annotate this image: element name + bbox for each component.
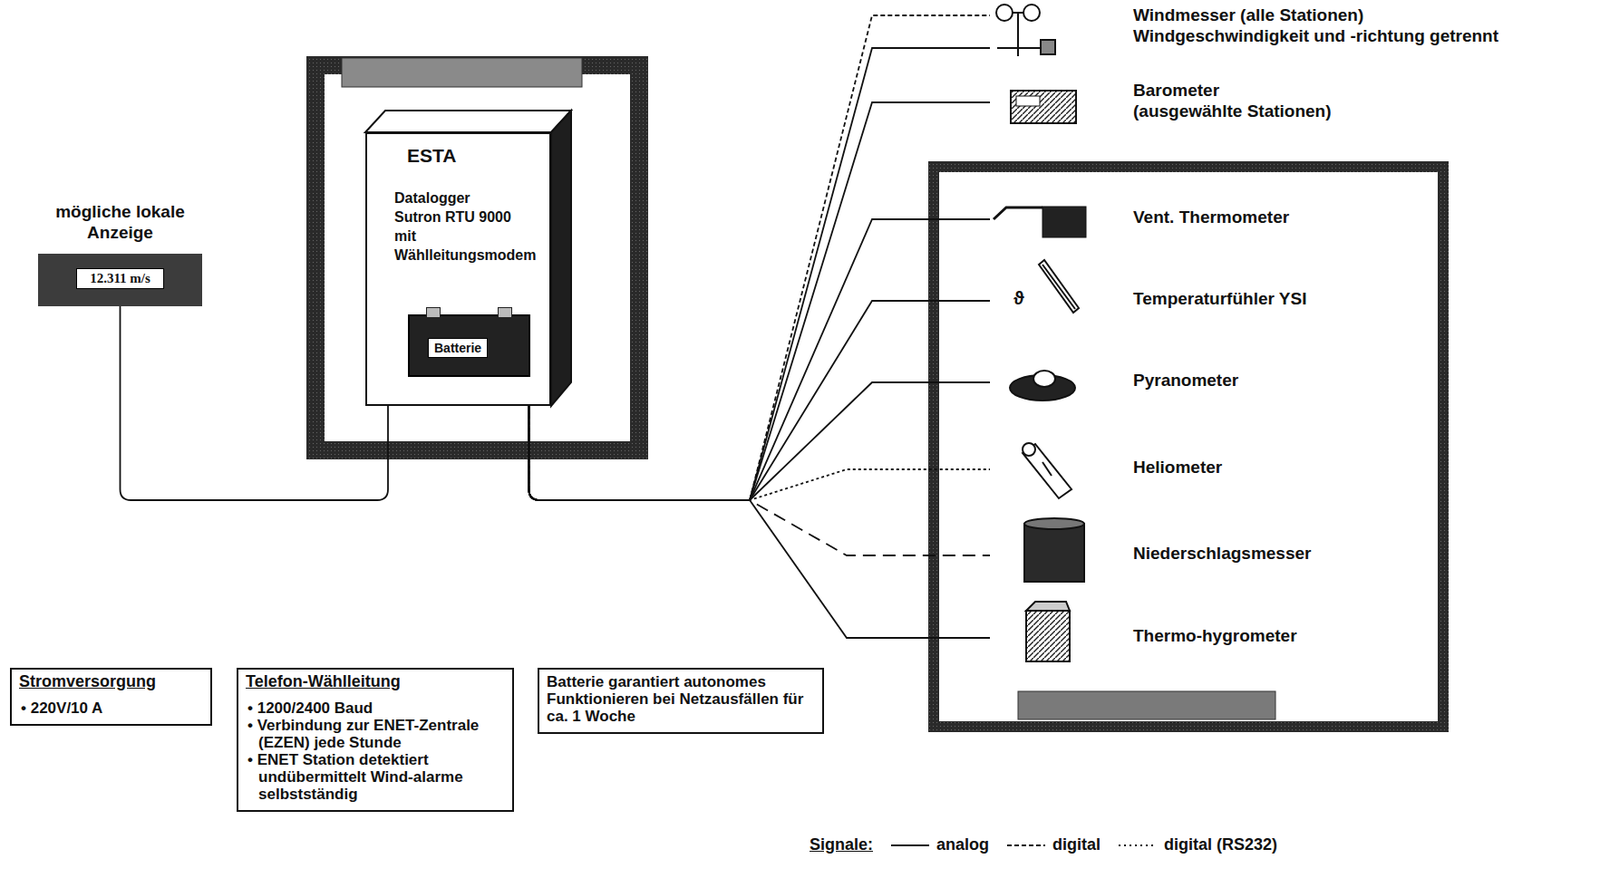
signal-legend: Signale: analog digital digital (RS232) — [809, 835, 1287, 855]
node-text: Batterie garantiert autonomes Funktionie… — [546, 673, 815, 726]
readout-value: 12.311 m/s — [76, 268, 165, 290]
legend-line-sample — [889, 841, 931, 851]
station-housing — [315, 58, 640, 451]
node-text: Telefon-Wählleitung — [245, 673, 505, 691]
sensor-symbol: ϑ — [1013, 288, 1025, 310]
battery-box: Batterie — [407, 314, 531, 378]
node-text: Niederschlagsmesser — [1133, 543, 1311, 564]
legend-line-sample — [1005, 841, 1048, 851]
rain-gauge-icon — [1024, 518, 1085, 582]
sensor-item: Pyranometer — [989, 369, 1239, 391]
legend-text: digital (RS232) — [1163, 835, 1278, 855]
sensor-item: Temperaturfühler YSI — [989, 288, 1307, 310]
node-text: Barometer — [1133, 79, 1332, 101]
legend-line — [1007, 844, 1046, 847]
legend-item: digital — [1005, 835, 1101, 855]
sensor-shelter — [933, 166, 1444, 728]
node-text: Stromversorgung — [19, 673, 204, 691]
signal-wire — [120, 306, 389, 501]
heliometer-icon — [1022, 443, 1072, 499]
sensor-item: Barometer(ausgewählte Stationen) — [989, 79, 1332, 122]
node-text: ESTA — [367, 134, 550, 167]
signal-wire — [528, 406, 990, 556]
signal-wire — [528, 300, 990, 501]
legend-line — [1118, 844, 1157, 847]
legend-text: analog — [936, 835, 990, 855]
legend-line — [891, 844, 930, 847]
signal-wire — [528, 406, 990, 501]
ysi-probe-icon — [1038, 260, 1079, 313]
datalogger-box: ESTADatalogger Sutron RTU 9000 mit Wähll… — [365, 132, 552, 407]
node-text: (ausgewählte Stationen) — [1133, 100, 1332, 122]
legend-item: digital (RS232) — [1116, 835, 1278, 855]
thermo-hygrometer-icon — [1026, 601, 1070, 662]
barometer-icon — [1010, 90, 1077, 124]
logger-cabinet — [365, 110, 572, 407]
node-text: • 1200/2400 Baud — [245, 699, 505, 718]
signal-wire — [528, 102, 990, 501]
node-text: • ENET Station detektiert undübermittelt… — [245, 751, 505, 804]
signal-wire — [528, 219, 990, 501]
signal-wire — [528, 406, 990, 639]
node-text: Vent. Thermometer — [1133, 206, 1290, 228]
note-box: Batterie garantiert autonomes Funktionie… — [537, 668, 825, 735]
note-box: Stromversorgung • 220V/10 A — [9, 668, 213, 727]
node-text: Windmesser (alle Stationen) — [1133, 4, 1499, 26]
signal-wire — [528, 15, 990, 501]
legend-item: analog — [889, 835, 990, 855]
legend-text: digital — [1052, 835, 1101, 855]
sensor-item: Niederschlagsmesser — [989, 543, 1311, 564]
signal-wire — [528, 382, 990, 501]
node-text: Thermo-hygrometer — [1133, 625, 1298, 647]
legend-line-sample — [1116, 841, 1159, 851]
sensor-item: Thermo-hygrometer — [989, 625, 1298, 647]
note-box: Telefon-Wählleitung • 1200/2400 Baud• Ver… — [236, 668, 514, 813]
vent-thermometer-icon — [993, 206, 1087, 238]
signal-wire — [528, 48, 990, 501]
legend-title: Signale: — [809, 835, 873, 855]
node-text: Pyranometer — [1133, 369, 1239, 391]
sensor-item: Windmesser (alle Stationen)Windgeschwind… — [989, 4, 1499, 47]
node-text: Windgeschwindigkeit und -richtung getren… — [1133, 25, 1499, 47]
node-text: mögliche lokale Anzeige — [27, 201, 214, 243]
node-text: Heliometer — [1133, 456, 1222, 478]
sensor-item: Heliometer — [989, 456, 1222, 478]
pyranometer-icon — [1009, 370, 1076, 401]
display-unit: mögliche lokale Anzeige 12.311 m/s — [27, 201, 214, 307]
node-text: Batterie — [427, 338, 488, 359]
readout-panel: 12.311 m/s — [38, 253, 203, 307]
node-text: • Verbindung zur ENET-Zentrale (EZEN) je… — [245, 717, 505, 752]
node-text: • 220V/10 A — [19, 699, 204, 718]
node-text: Datalogger Sutron RTU 9000 mit Wählleitu… — [367, 166, 520, 265]
node-text: Temperaturfühler YSI — [1133, 288, 1307, 310]
sensor-item: Vent. Thermometer — [989, 206, 1290, 228]
anemometer-icon — [996, 4, 1056, 57]
